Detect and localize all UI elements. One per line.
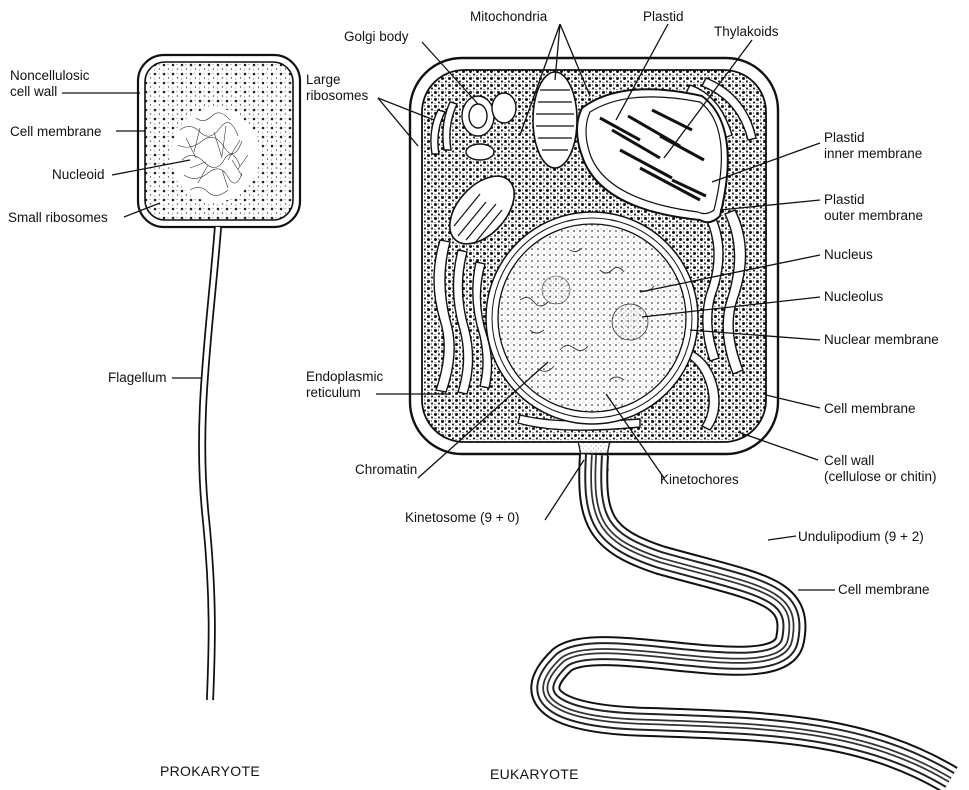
label-cell-membrane: Cell membrane [824,401,916,417]
label-noncellulosic-cell-wall: Noncellulosic cell wall [10,68,90,100]
label-undulipodium: Undulipodium (9 + 2) [798,529,924,545]
label-nuclear-membrane: Nuclear membrane [824,332,939,348]
label-golgi-body: Golgi body [344,29,409,45]
label-mitochondria: Mitochondria [470,9,547,25]
label-endoplasmic-reticulum: Endoplasmic reticulum [306,369,383,401]
label-flagellum: Flagellum [108,370,167,386]
label-prokaryote-cell-membrane: Cell membrane [10,124,102,140]
label-plastid-inner-membrane: Plastid inner membrane [824,130,922,162]
caption-prokaryote: PROKARYOTE [160,763,260,779]
nucleolus [612,304,648,340]
eukaryote-cell [410,58,950,780]
label-nucleus: Nucleus [824,247,873,263]
label-large-ribosomes: Large ribosomes [306,72,368,104]
label-chromatin: Chromatin [355,462,417,478]
label-nucleoid: Nucleoid [52,167,105,183]
label-tail-cell-membrane: Cell membrane [838,582,930,598]
nuclear-membrane-inner [498,224,686,412]
label-plastid-outer-membrane: Plastid outer membrane [824,192,923,224]
label-nucleolus: Nucleolus [824,289,883,305]
nucleus [486,212,698,424]
label-eukaryote-cell-wall: Cell wall (cellulose or chitin) [824,453,937,485]
label-thylakoids: Thylakoids [714,24,779,40]
nucleoid [171,108,259,202]
undulipodium [545,455,950,780]
label-kinetosome: Kinetosome (9 + 0) [405,510,519,526]
caption-eukaryote: EUKARYOTE [490,766,579,782]
label-small-ribosomes: Small ribosomes [8,210,108,226]
label-kinetochores: Kinetochores [660,472,739,488]
label-plastid: Plastid [643,9,684,25]
